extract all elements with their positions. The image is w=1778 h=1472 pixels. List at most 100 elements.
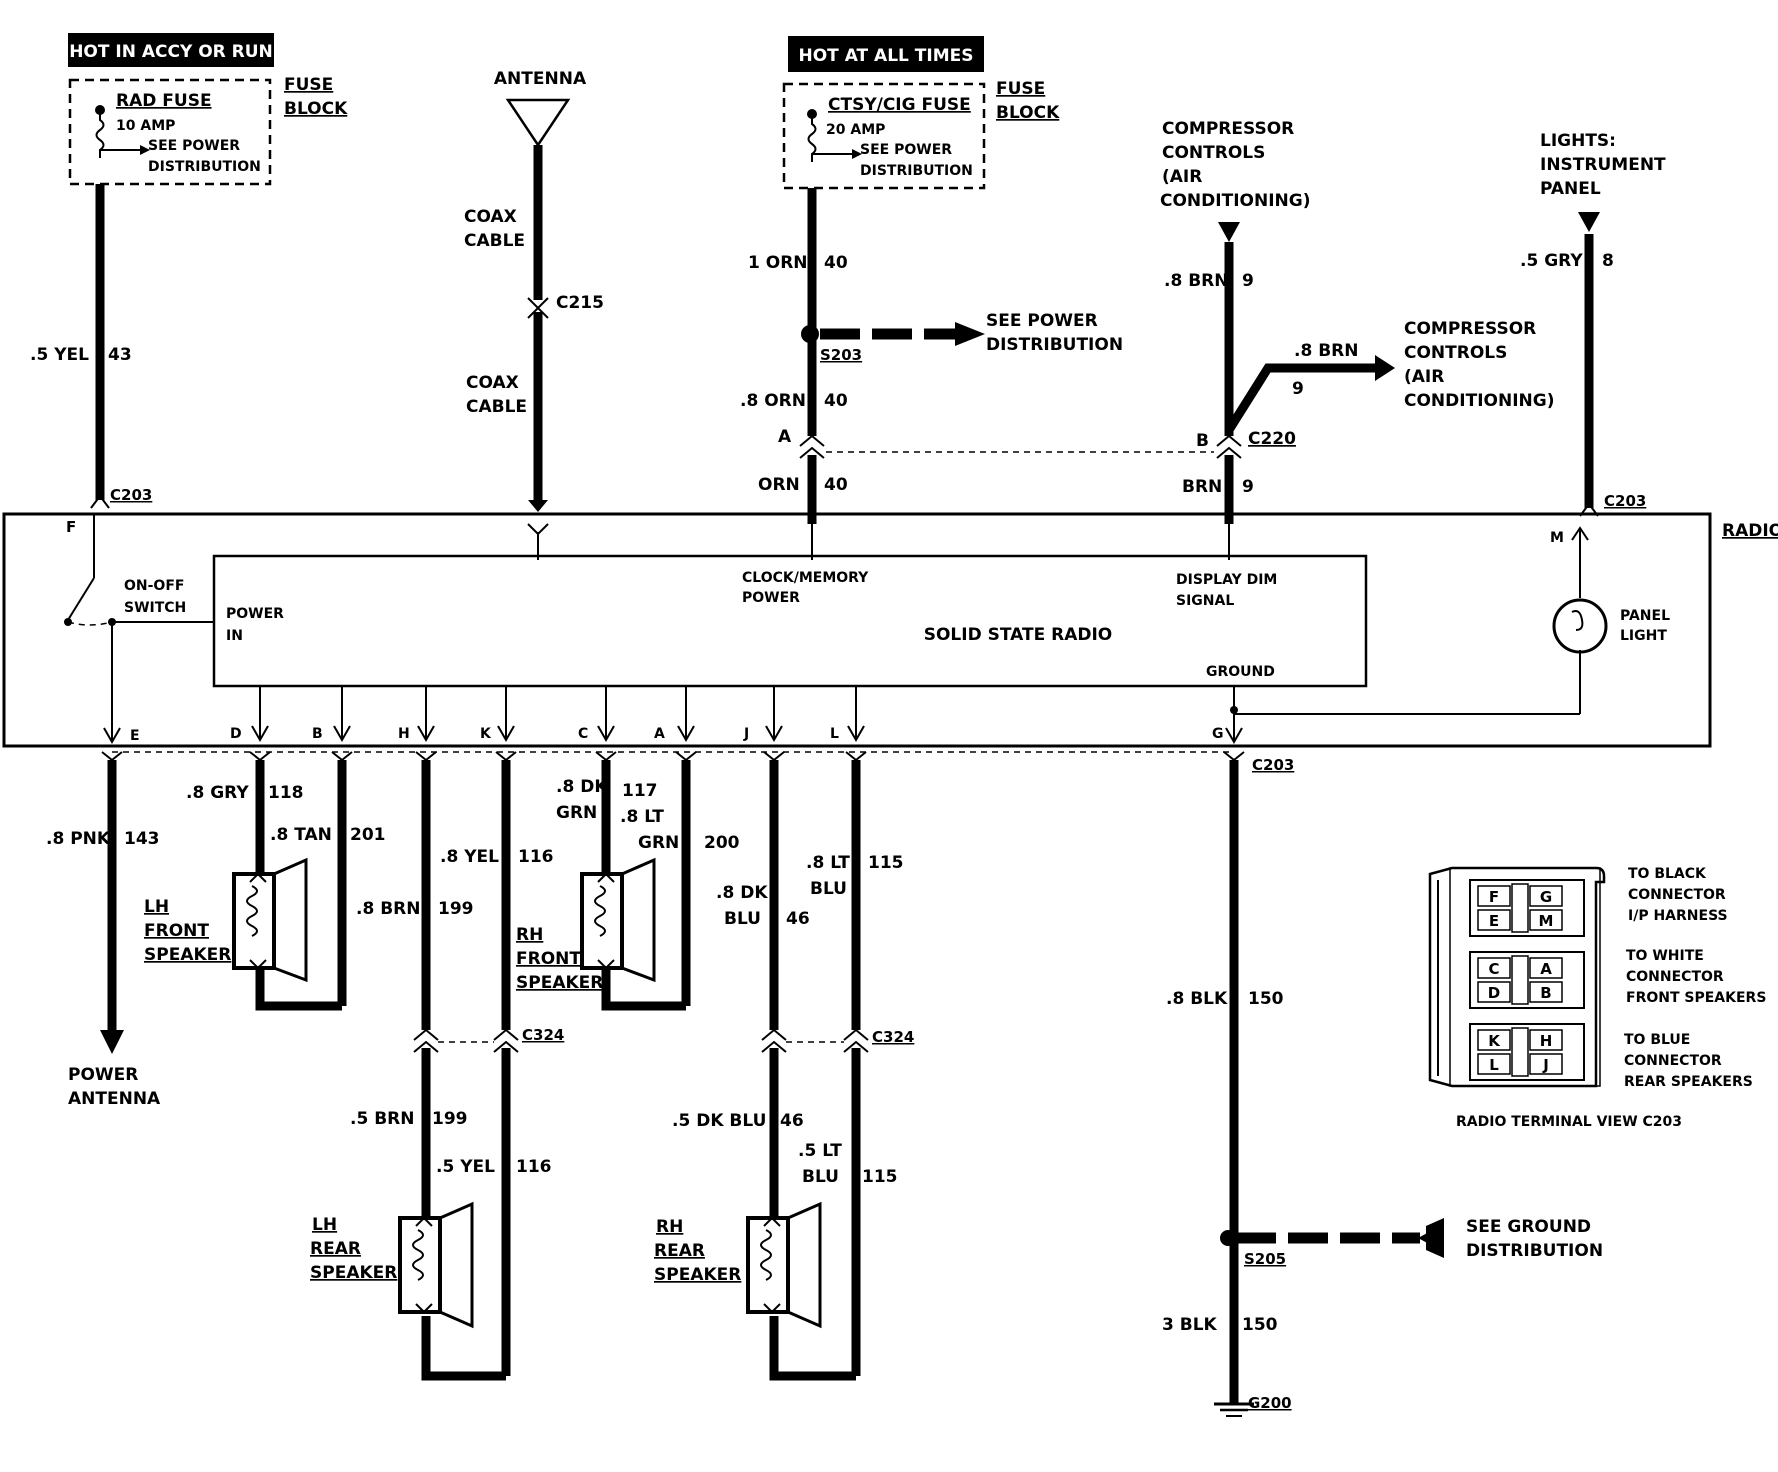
conn-c220: C220 bbox=[1248, 429, 1296, 449]
wire-label-dkblu5: .5 DK BLU bbox=[672, 1111, 766, 1131]
compressor-right-1: COMPRESSOR bbox=[1404, 319, 1536, 339]
lhf-speaker-1: LH bbox=[144, 897, 169, 917]
fuse-block-label-1a: FUSE bbox=[284, 75, 333, 95]
lhr-speaker-1: LH bbox=[312, 1215, 337, 1235]
see-ground-2: DISTRIBUTION bbox=[1466, 1241, 1603, 1261]
tv-black-3: I/P HARNESS bbox=[1628, 908, 1728, 924]
wire-circuit-201: 201 bbox=[350, 825, 386, 845]
wire-label-ltgrn-a: .8 LT bbox=[620, 807, 664, 827]
see-power-2: DISTRIBUTION bbox=[986, 335, 1123, 355]
wire-label-blk3: 3 BLK bbox=[1162, 1315, 1218, 1335]
tv-cell-h: H bbox=[1540, 1032, 1553, 1050]
rad-fuse-see1: SEE POWER bbox=[148, 138, 240, 154]
panel-light-2: LIGHT bbox=[1620, 628, 1667, 644]
tv-cell-a: A bbox=[1540, 960, 1552, 978]
compressor-top-4: CONDITIONING) bbox=[1160, 191, 1310, 211]
wire-circuit-200: 200 bbox=[704, 833, 740, 853]
wire-circuit-117: 117 bbox=[622, 781, 658, 801]
wire-circuit-8: 8 bbox=[1602, 251, 1614, 271]
wire-label-brn5: .5 BRN bbox=[350, 1109, 414, 1129]
wire-circuit-115a: 115 bbox=[868, 853, 904, 873]
wire-label-ltblu-b: BLU bbox=[810, 879, 847, 899]
conn-c203-tr: C203 bbox=[1604, 492, 1646, 510]
tv-cell-f: F bbox=[1489, 888, 1499, 906]
rhf-speaker-3: SPEAKER bbox=[516, 973, 603, 993]
brn-wire-9: COMPRESSOR CONTROLS (AIR CONDITIONING) .… bbox=[1160, 119, 1554, 560]
radio-inner-label: SOLID STATE RADIO bbox=[924, 625, 1113, 645]
power-antenna-2: ANTENNA bbox=[68, 1089, 161, 1109]
tv-cell-k: K bbox=[1488, 1032, 1501, 1050]
fuse-block-label-1b: BLOCK bbox=[284, 99, 348, 119]
ground-label: GROUND bbox=[1206, 664, 1275, 680]
compressor-top-2: CONTROLS bbox=[1162, 143, 1265, 163]
tv-black-1: TO BLACK bbox=[1628, 866, 1707, 882]
wire-circuit-40a: 40 bbox=[824, 253, 848, 273]
wire-label-gry8: .8 GRY bbox=[186, 783, 249, 803]
wire-circuit-9b: 9 bbox=[1292, 379, 1304, 399]
wire-label-brn8-top: .8 BRN bbox=[1164, 271, 1228, 291]
wire-label-brn8b: .8 BRN bbox=[356, 899, 420, 919]
ctsy-fuse-see1: SEE POWER bbox=[860, 142, 952, 158]
wire-circuit-116b: 116 bbox=[516, 1157, 552, 1177]
rh-rear-speaker-circuit: .8 LT BLU 115 .8 DK BLU 46 C324 .5 DK BL… bbox=[654, 751, 914, 1381]
tv-title: RADIO TERMINAL VIEW C203 bbox=[1456, 1114, 1682, 1130]
tv-cell-g: G bbox=[1540, 888, 1552, 906]
splice-s203-label: S203 bbox=[820, 346, 862, 364]
ctsy-fuse-label: CTSY/CIG FUSE bbox=[828, 95, 971, 115]
rad-fuse-label: RAD FUSE bbox=[116, 91, 212, 111]
wire-label-yel5: .5 YEL bbox=[30, 345, 89, 365]
pin-e: E bbox=[130, 728, 140, 744]
wire-circuit-150b: 150 bbox=[1242, 1315, 1278, 1335]
rad-fuse-amp: 10 AMP bbox=[116, 118, 175, 134]
power-in-1: POWER bbox=[226, 606, 284, 622]
ctsy-fuse-amp: 20 AMP bbox=[826, 122, 885, 138]
tv-cell-m: M bbox=[1539, 912, 1554, 930]
wire-circuit-40b: 40 bbox=[824, 391, 848, 411]
pin-j: J bbox=[743, 726, 749, 742]
display-dim-2: SIGNAL bbox=[1176, 593, 1234, 609]
wire-circuit-143: 143 bbox=[124, 829, 160, 849]
fuse-block-label-2b: BLOCK bbox=[996, 103, 1060, 123]
coax-label-1b: CABLE bbox=[464, 231, 525, 251]
panel-light-1: PANEL bbox=[1620, 608, 1670, 624]
fuse-block-label-2a: FUSE bbox=[996, 79, 1045, 99]
antenna-feed: ANTENNA COAX CABLE C215 COAX CABLE bbox=[464, 69, 604, 560]
tv-cell-d: D bbox=[1488, 984, 1500, 1002]
antenna-label: ANTENNA bbox=[494, 69, 587, 89]
lights-label-2: INSTRUMENT bbox=[1540, 155, 1666, 175]
pin-a-label: A bbox=[778, 427, 792, 447]
tv-cell-c: C bbox=[1488, 960, 1499, 978]
blk-wire-150: C203 .8 BLK 150 S205 SEE GROUND DISTRIBU… bbox=[1162, 751, 1603, 1417]
antenna-icon bbox=[505, 98, 571, 148]
wire-circuit-9c: 9 bbox=[1242, 477, 1254, 497]
wire-circuit-46a: 46 bbox=[786, 909, 810, 929]
rh-front-speaker-circuit: .8 DK GRN 117 .8 LT GRN 200 bbox=[556, 751, 740, 1011]
conn-c324-l: C324 bbox=[522, 1026, 564, 1044]
wire-label-dkblu-a: .8 DK bbox=[716, 883, 768, 903]
onoff-switch-1: ON-OFF bbox=[124, 578, 184, 594]
tv-white-2: CONNECTOR bbox=[1626, 969, 1724, 985]
ground-g200: G200 bbox=[1248, 1394, 1292, 1412]
pin-m: M bbox=[1550, 530, 1564, 546]
wire-label-ltgrn-b: GRN bbox=[638, 833, 679, 853]
tv-white-1: TO WHITE bbox=[1626, 948, 1704, 964]
all-times-power-source: HOT AT ALL TIMES CTSY/CIG FUSE 20 AMP SE… bbox=[782, 36, 1060, 190]
pin-h: H bbox=[398, 726, 410, 742]
see-power-1: SEE POWER bbox=[986, 311, 1098, 331]
yel-wire-43: .5 YEL 43 C203 bbox=[30, 184, 152, 509]
ctsy-fuse-see2: DISTRIBUTION bbox=[860, 163, 973, 179]
tv-white-3: FRONT SPEAKERS bbox=[1626, 990, 1766, 1006]
power-antenna-1: POWER bbox=[68, 1065, 138, 1085]
wire-label-ltblu5-b: BLU bbox=[802, 1167, 839, 1187]
rhf-speaker-1: RH bbox=[516, 925, 543, 945]
conn-c215: C215 bbox=[556, 293, 604, 313]
gry-wire-8: LIGHTS: INSTRUMENT PANEL .5 GRY 8 C203 bbox=[1520, 131, 1666, 517]
wire-label-brn: BRN bbox=[1182, 477, 1222, 497]
wire-circuit-115b: 115 bbox=[862, 1167, 898, 1187]
wire-label-brn8-branch: .8 BRN bbox=[1294, 341, 1358, 361]
lhr-speaker-3: SPEAKER bbox=[310, 1263, 397, 1283]
wire-label-ltblu-a: .8 LT bbox=[806, 853, 850, 873]
conn-c203-bottom: C203 bbox=[1252, 756, 1294, 774]
pnk-wire-143: .8 PNK 143 POWER ANTENNA bbox=[46, 751, 161, 1109]
pin-k: K bbox=[480, 726, 492, 742]
